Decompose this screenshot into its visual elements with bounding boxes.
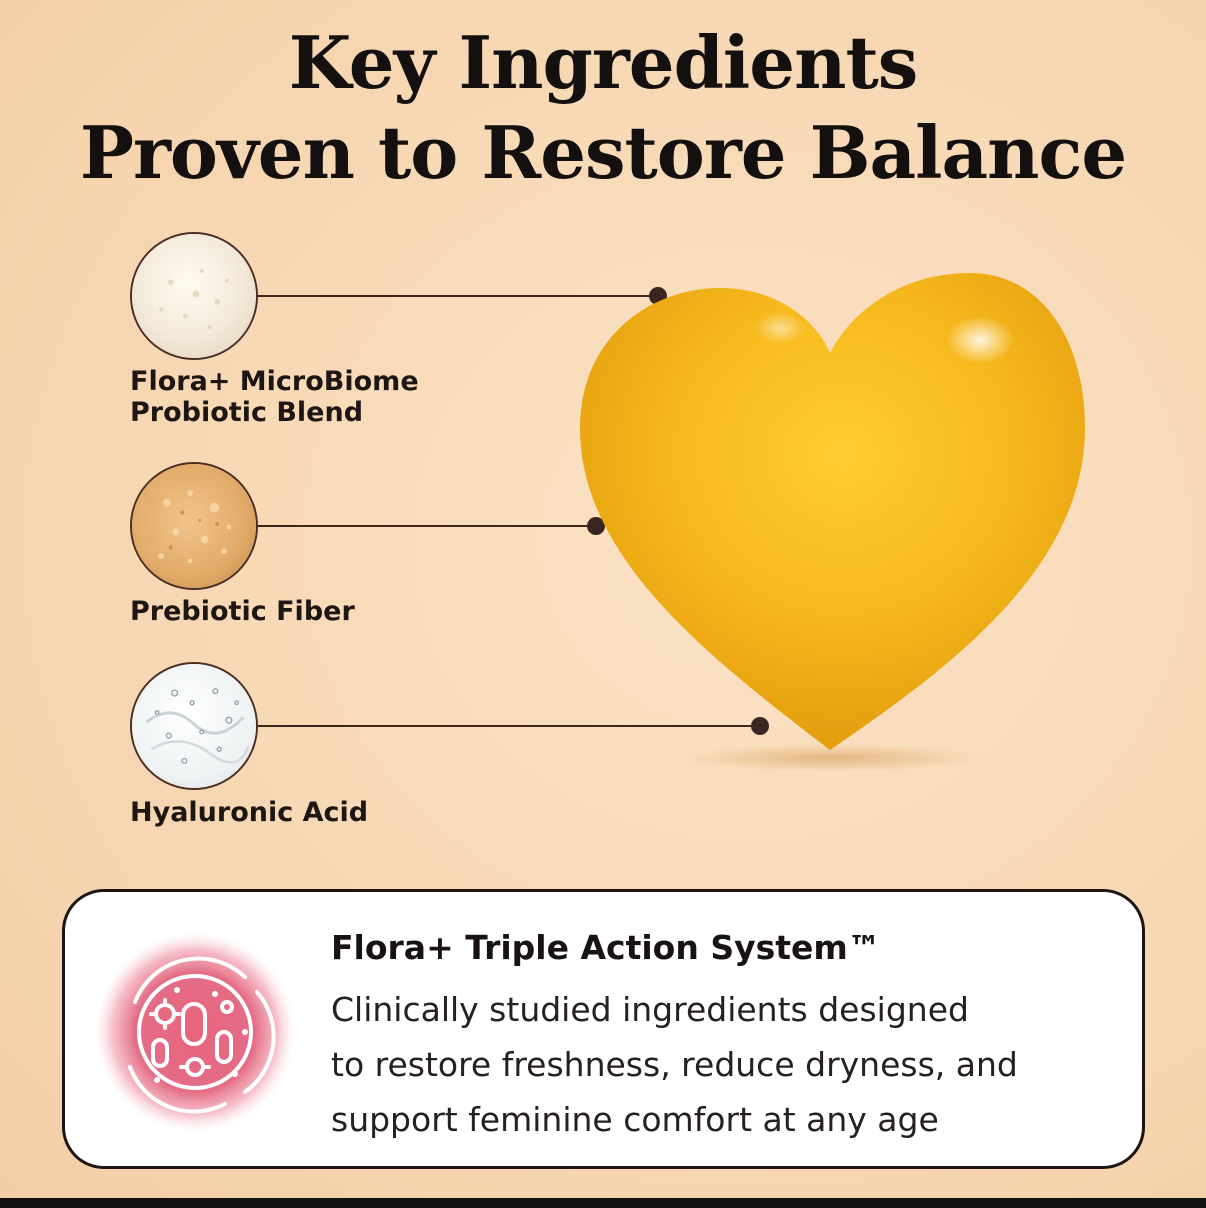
- card-heading: Flora+ Triple Action System™: [331, 928, 881, 967]
- gel-bubbles-icon: [130, 662, 258, 790]
- bottom-bar: [0, 1198, 1206, 1208]
- ingredient-label-hyaluronic: Hyaluronic Acid: [130, 797, 369, 828]
- connector-line-1: [258, 295, 658, 297]
- microbiome-icon: [95, 932, 295, 1132]
- probiotic-powder-icon: [130, 232, 258, 360]
- ingredient-label-prebiotic: Prebiotic Fiber: [130, 596, 355, 627]
- page-title: Key Ingredients Proven to Restore Balanc…: [0, 18, 1206, 198]
- fiber-powder-icon: [130, 462, 258, 590]
- title-line-1: Key Ingredients: [288, 20, 918, 105]
- heart-gummy-image: [560, 258, 1100, 778]
- ingredient-label-probiotic: Flora+ MicroBiome Probiotic Blend: [130, 366, 419, 428]
- connector-dot-3: [751, 717, 769, 735]
- connector-line-3: [258, 725, 760, 727]
- connector-line-2: [258, 525, 596, 527]
- triple-action-card: Flora+ Triple Action System™ Clinically …: [62, 889, 1145, 1169]
- title-line-2: Proven to Restore Balance: [79, 110, 1127, 195]
- connector-dot-2: [587, 517, 605, 535]
- card-description: Clinically studied ingredients designed …: [331, 990, 1018, 1139]
